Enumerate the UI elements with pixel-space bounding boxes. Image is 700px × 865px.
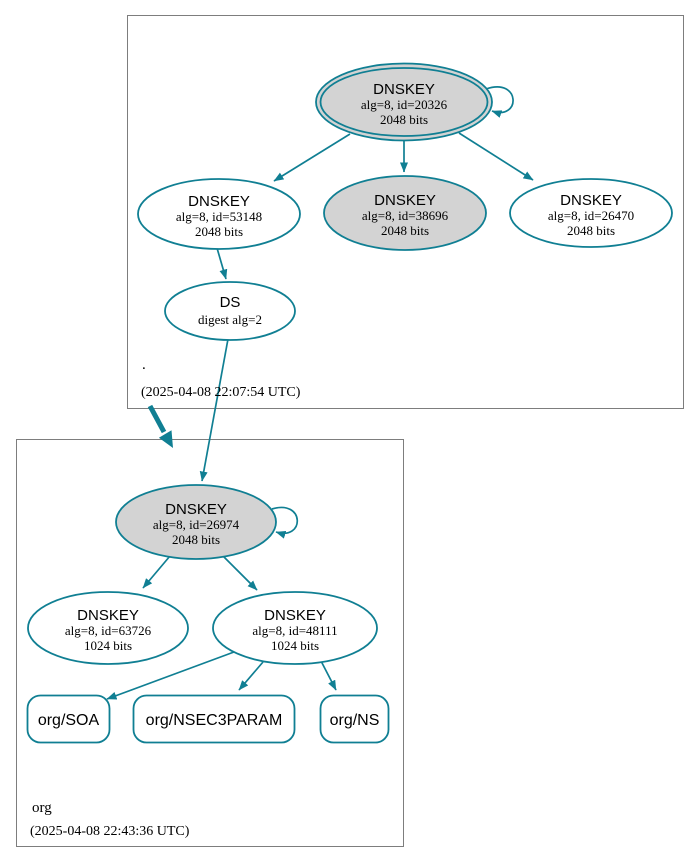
org-ksk-size: 2048 bits [172, 532, 220, 547]
edge-zsk48111-to-ns [320, 660, 337, 691]
org-nsec3param-label: org/NSEC3PARAM [146, 712, 283, 729]
org-zsk48111-title: DNSKEY [264, 607, 326, 624]
root-zsk26470-size: 2048 bits [567, 223, 615, 238]
node-org-ksk-26974[interactable]: DNSKEY alg=8, id=26974 2048 bits [115, 484, 277, 560]
node-rrset-org-ns[interactable]: org/NS [319, 694, 390, 744]
root-zsk53148-detail: alg=8, id=53148 [176, 209, 262, 224]
org-zsk48111-detail: alg=8, id=48111 [252, 623, 337, 638]
root-zsk26470-detail: alg=8, id=26470 [548, 208, 634, 223]
root-zsk38696-detail: alg=8, id=38696 [362, 208, 449, 223]
root-ksk-outer-ellipse[interactable] [315, 62, 493, 142]
org-ksk-title: DNSKEY [165, 501, 227, 518]
org-zsk63726-detail: alg=8, id=63726 [65, 623, 152, 638]
org-zsk63726-size: 1024 bits [84, 638, 132, 653]
root-ksk-title: DNSKEY [373, 81, 435, 98]
root-ksk-inner-ellipse [319, 67, 489, 137]
org-ns-label: org/NS [330, 712, 380, 729]
root-ksk-detail: alg=8, id=20326 [361, 97, 448, 112]
node-org-zsk-63726[interactable]: DNSKEY alg=8, id=63726 1024 bits [27, 591, 189, 665]
org-zsk48111-size: 1024 bits [271, 638, 319, 653]
root-zone-timestamp: (2025-04-08 22:07:54 UTC) [141, 385, 301, 400]
org-soa-box[interactable] [26, 694, 111, 744]
edge-org-ksk-to-zsk63726 [142, 555, 171, 589]
root-ksk-size: 2048 bits [380, 112, 428, 127]
root-zsk38696-size: 2048 bits [381, 223, 429, 238]
edge-root-ksk-to-zsk26470 [458, 132, 534, 181]
org-soa-label: org/SOA [38, 712, 100, 729]
root-zsk38696-title: DNSKEY [374, 192, 436, 209]
edge-ds-to-org-ksk [199, 338, 229, 482]
org-ns-box[interactable] [319, 694, 390, 744]
org-zone-label: org [32, 800, 52, 816]
org-ksk-ellipse[interactable] [115, 484, 277, 560]
root-zsk26470-title: DNSKEY [560, 192, 622, 209]
node-root-ds[interactable]: DS digest alg=2 [164, 281, 296, 341]
edge-delegation-arrowhead [158, 430, 173, 448]
root-zsk53148-title: DNSKEY [188, 193, 250, 210]
root-zsk53148-size: 2048 bits [195, 224, 243, 239]
root-ds-ellipse[interactable] [164, 281, 296, 341]
node-root-zsk-53148[interactable]: DNSKEY alg=8, id=53148 2048 bits [137, 178, 301, 250]
root-zone-label: . [142, 357, 146, 373]
root-ds-detail: digest alg=2 [198, 312, 262, 327]
node-root-zsk-26470[interactable]: DNSKEY alg=8, id=26470 2048 bits [509, 178, 673, 248]
node-root-zsk-38696[interactable]: DNSKEY alg=8, id=38696 2048 bits [323, 175, 487, 251]
edge-org-ksk-self-loop [271, 506, 299, 539]
org-zone-timestamp: (2025-04-08 22:43:36 UTC) [30, 824, 190, 839]
edge-root-ksk-self-loop [485, 86, 514, 118]
org-zsk48111-ellipse[interactable] [212, 591, 378, 665]
org-ksk-detail: alg=8, id=26974 [153, 517, 240, 532]
node-root-ksk-20326[interactable]: DNSKEY alg=8, id=20326 2048 bits [315, 62, 493, 142]
edge-delegation-root-to-org [147, 404, 167, 434]
root-zsk26470-ellipse[interactable] [509, 178, 673, 248]
node-org-zsk-48111[interactable]: DNSKEY alg=8, id=48111 1024 bits [212, 591, 378, 665]
org-zsk63726-ellipse[interactable] [27, 591, 189, 665]
node-rrset-org-nsec3param[interactable]: org/NSEC3PARAM [132, 694, 296, 744]
root-ds-title: DS [220, 294, 241, 311]
node-rrset-org-soa[interactable]: org/SOA [26, 694, 111, 744]
edge-zsk53148-to-ds [216, 247, 228, 280]
root-zsk38696-ellipse[interactable] [323, 175, 487, 251]
edge-zsk48111-to-soa [106, 651, 235, 700]
edge-zsk48111-to-nsec3param [238, 661, 264, 691]
edge-root-ksk-to-zsk53148 [273, 133, 351, 182]
edge-org-ksk-to-zsk48111 [222, 555, 258, 591]
root-zsk53148-ellipse[interactable] [137, 178, 301, 250]
org-nsec3param-box[interactable] [132, 694, 296, 744]
org-zsk63726-title: DNSKEY [77, 607, 139, 624]
